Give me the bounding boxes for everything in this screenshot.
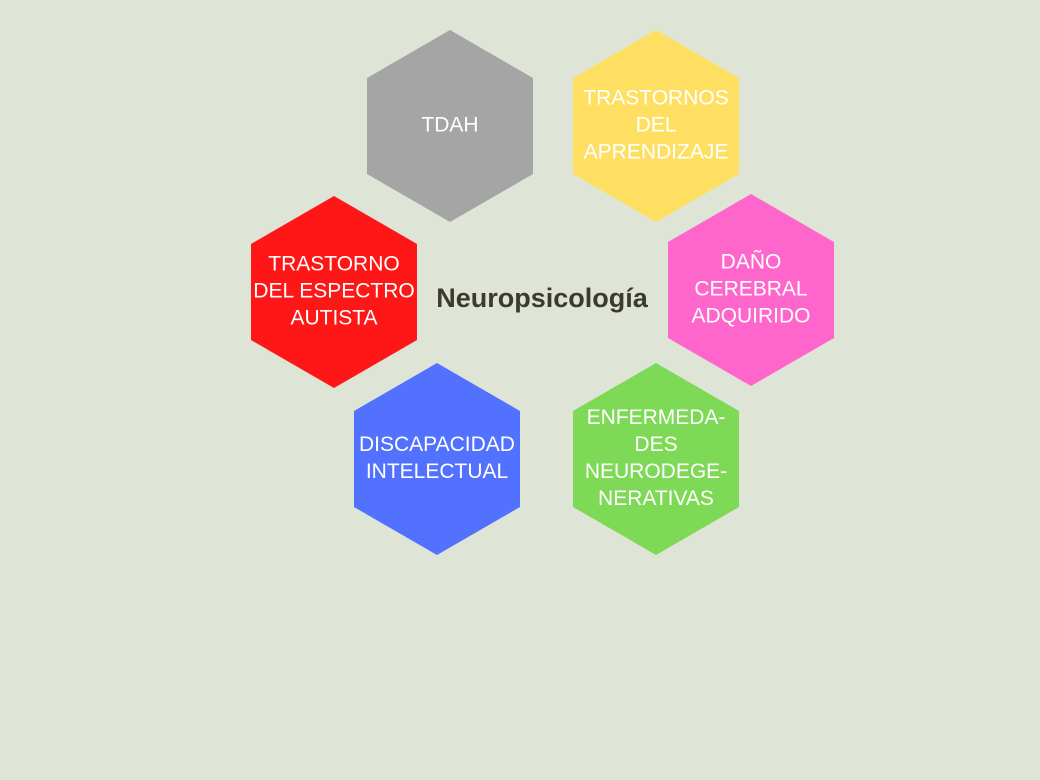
hexagon-node-aprendizaje: TRASTORNOS DEL APRENDIZAJE	[573, 30, 739, 222]
hexagon-label-line: DEL ESPECTRO	[253, 280, 414, 303]
hexagon-label-line: CEREBRAL	[694, 278, 807, 301]
hexagon-node-neurodegenerativas: ENFERMEDA- DES NEURODEGE- NERATIVAS	[573, 363, 739, 555]
hexagon-shape	[573, 363, 739, 555]
hexagon-label-line: DEL	[636, 114, 677, 137]
hexagon-shape	[573, 30, 739, 222]
hexagon-label-line: DAÑO	[721, 250, 782, 274]
hexagon-label-line: NEURODEGE-	[585, 460, 727, 483]
hexagon-label-line: APRENDIZAJE	[584, 141, 729, 164]
hexagon-label-line: NERATIVAS	[598, 487, 714, 510]
hexagon-label-line: AUTISTA	[290, 307, 377, 330]
hexagon-node-discapacidad: DISCAPACIDAD INTELECTUAL	[354, 363, 520, 555]
hexagon-label-line: TRASTORNO	[268, 253, 399, 276]
hexagon-shape	[367, 30, 533, 222]
hexagon-node-autismo: TRASTORNO DEL ESPECTRO AUTISTA	[251, 196, 417, 388]
hexagon-label-line: INTELECTUAL	[366, 460, 508, 483]
hexagon-label-line: ADQUIRIDO	[691, 305, 810, 328]
hexagon-layer: TDAH TRASTORNOS DEL APRENDIZAJE DAÑO CEREBRAL…	[251, 30, 834, 555]
hexagon-label-line: DES	[634, 433, 677, 456]
hexagon-node-dano-cerebral: DAÑO CEREBRAL ADQUIRIDO	[668, 194, 834, 386]
hexagon-label-line: DISCAPACIDAD	[359, 433, 515, 456]
hexagon-label-line: TDAH	[421, 114, 478, 137]
hexagon-label-line: TRASTORNOS	[583, 87, 728, 110]
hexagon-shape	[668, 194, 834, 386]
hexagon-node-tdah: TDAH	[367, 30, 533, 222]
hexagon-shape	[251, 196, 417, 388]
hexagon-label-line: ENFERMEDA-	[587, 406, 726, 429]
center-title: Neuropsicología	[436, 283, 649, 313]
hexagon-shape	[354, 363, 520, 555]
